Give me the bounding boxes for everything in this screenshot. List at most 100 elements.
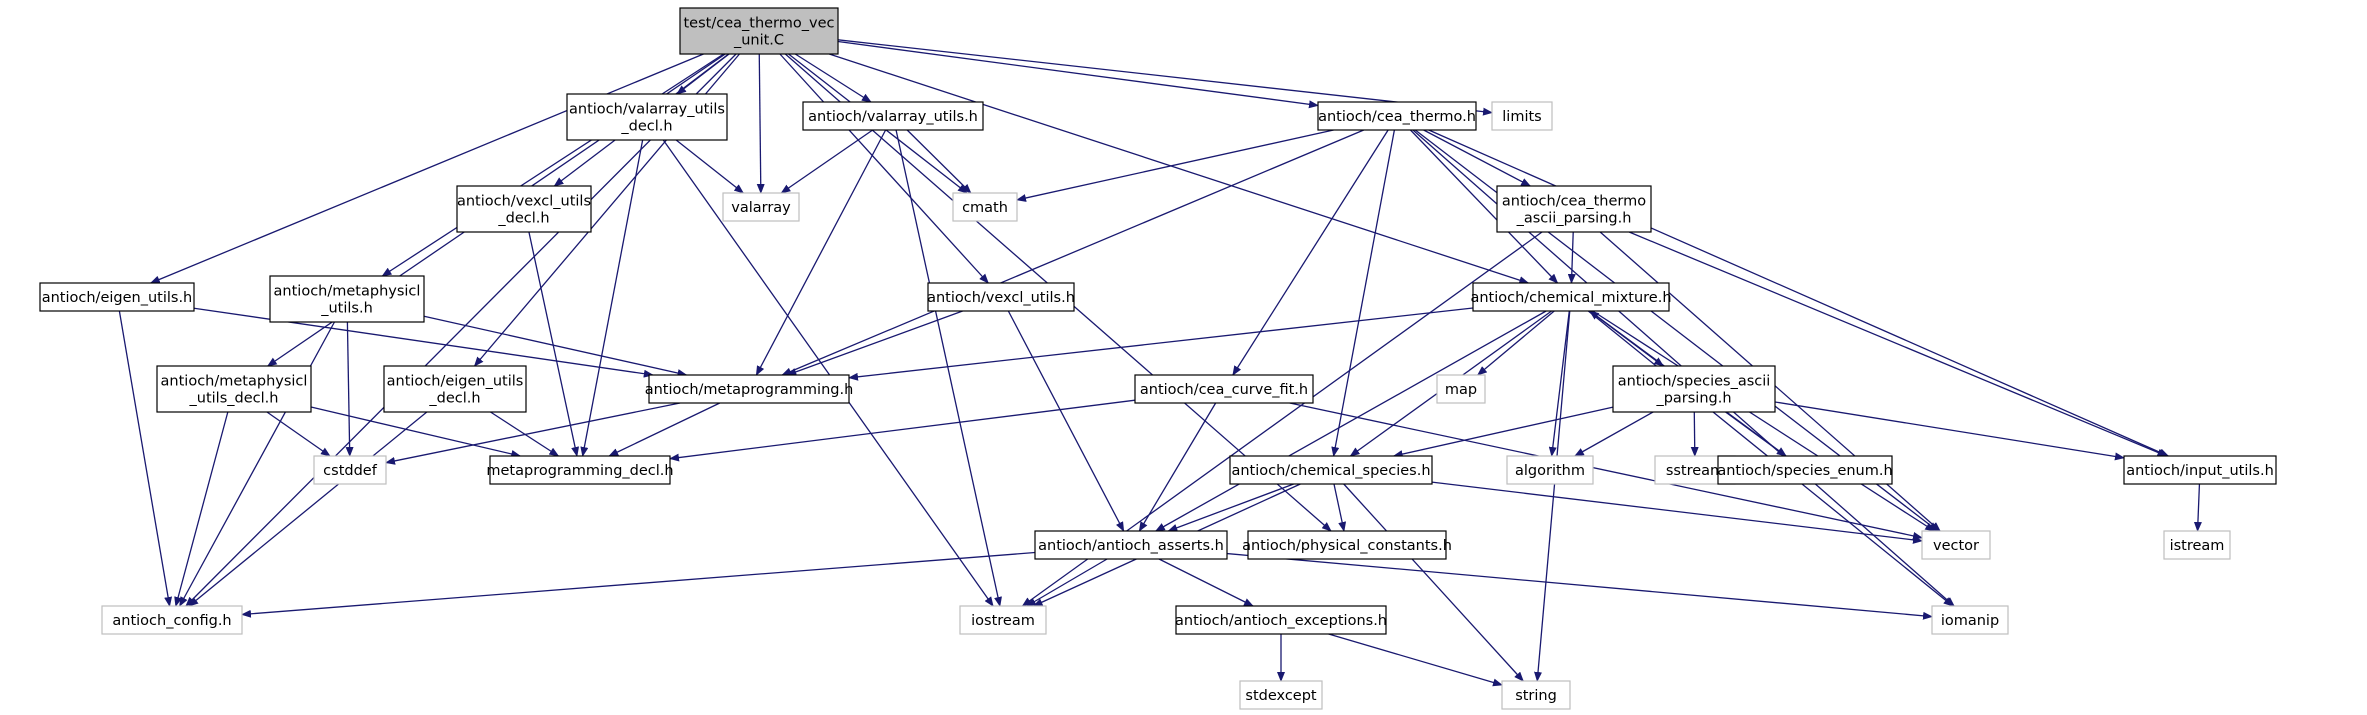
node-box [1247,530,1447,560]
node-label: antioch/cea_thermo.h [1318,109,1476,125]
node-label: _unit.C [733,33,784,49]
node-box [648,374,850,404]
edge-metaprogramming-to-metaprogramming_decl [608,402,721,457]
node-box [1612,365,1776,413]
node-chemical-mixture[interactable]: antioch/chemical_mixture.h [1470,282,1672,312]
edge-cea_thermo-to-cea_curve_fit [1232,129,1389,376]
node-label: antioch_config.h [112,613,231,629]
node-label: cstddef [323,463,378,479]
node-cea-thermo[interactable]: antioch/cea_thermo.h [1317,101,1477,131]
node-label: antioch/vexcl_utils.h [927,290,1075,306]
node-label: metaprogramming_decl.h [486,463,673,479]
node-label: antioch/vexcl_utils [457,194,591,210]
node-box [1496,185,1652,233]
node-cea-curve-fit[interactable]: antioch/cea_curve_fit.h [1134,374,1314,404]
edge-metaphysicl_utils_decl-to-metaprogramming_decl [310,406,522,458]
node-box [1034,530,1228,560]
edge-chemical_mixture-to-vector [1592,310,1936,532]
edge-chemical_mixture-to-metaprogramming [848,307,1474,381]
edge-chemical_mixture-to-antioch_asserts [1154,310,1547,532]
node-label: iomanip [1941,613,1999,629]
node-eigen-utils-decl[interactable]: antioch/eigen_utils_decl.h [383,365,527,413]
edge-root-to-valarray_utils_decl [676,53,730,95]
edge-valarray_utils_decl-to-metaprogramming_decl [580,139,644,457]
node-label: iostream [971,613,1035,629]
node-input-utils[interactable]: antioch/input_utils.h [2123,455,2277,485]
edge-chemical_mixture-to-map [1476,310,1555,376]
node-antioch-exceptions[interactable]: antioch/antioch_exceptions.h [1175,605,1387,635]
edge-cea_thermo-to-cmath [1016,129,1334,202]
edge-metaphysicl_utils-to-cstddef [345,321,354,457]
node-cmath: cmath [952,192,1018,222]
node-metaprogramming-decl[interactable]: metaprogramming_decl.h [486,455,674,485]
node-metaprogramming[interactable]: antioch/metaprogramming.h [645,374,854,404]
node-species-enum[interactable]: antioch/species_enum.h [1717,455,1893,485]
node-label: antioch/species_ascii [1618,374,1771,390]
edge-cea_curve_fit-to-vector [1289,402,1923,540]
node-box [1436,374,1486,404]
edge-chemical_species-to-vector [1431,481,1923,544]
edge-antioch_exceptions-to-string [1328,633,1503,687]
node-metaphysicl-utils[interactable]: antioch/metaphysicl_utils.h [269,275,425,323]
node-label: antioch/eigen_utils [387,374,524,390]
edge-cea_thermo-to-chemical_species [1331,129,1396,457]
node-label: limits [1502,109,1541,125]
node-label: antioch/antioch_asserts.h [1038,538,1224,554]
node-vexcl-utils[interactable]: antioch/vexcl_utils.h [927,282,1075,312]
node-label: stdexcept [1245,688,1317,704]
node-label: _decl.h [497,211,549,227]
node-box [1317,101,1477,131]
edge-cea_thermo-to-input_utils [1428,129,2170,457]
node-label: _decl.h [428,391,480,407]
node-label: antioch/cea_curve_fit.h [1140,382,1308,398]
node-antioch-asserts[interactable]: antioch/antioch_asserts.h [1034,530,1228,560]
edge-valarray_utils-to-valarray [780,129,874,194]
node-eigen-utils[interactable]: antioch/eigen_utils.h [39,282,195,312]
node-label: antioch/physical_constants.h [1242,538,1452,554]
edge-input_utils-to-istream [2193,483,2202,532]
edge-vexcl_utils-to-antioch_asserts [1007,310,1125,532]
node-label: antioch/antioch_exceptions.h [1175,613,1387,629]
node-physical-constants[interactable]: antioch/physical_constants.h [1242,530,1452,560]
node-istream: istream [2163,530,2231,560]
node-box [1921,530,1991,560]
node-box [313,455,387,485]
node-box [2123,455,2277,485]
node-map: map [1436,374,1486,404]
node-species-ascii[interactable]: antioch/species_ascii_parsing.h [1612,365,1776,413]
node-label: _utils_decl.h [189,391,279,407]
node-box [722,192,800,222]
node-box [1175,605,1387,635]
edge-cea_thermo_ascii-to-input_utils [1628,231,2168,457]
node-label: antioch/input_utils.h [2126,463,2274,479]
edge-root-to-antioch_config [185,53,737,607]
edge-valarray_utils_decl-to-iostream [662,139,994,607]
node-box [2163,530,2231,560]
edge-cea_curve_fit-to-antioch_asserts [1138,402,1217,532]
edge-antioch_asserts-to-antioch_config [241,551,1036,618]
node-cea-thermo-ascii[interactable]: antioch/cea_thermo_ascii_parsing.h [1496,185,1652,233]
edge-cea_thermo-to-metaprogramming [781,129,1365,376]
edge-cea_curve_fit-to-metaprogramming_decl [669,399,1136,462]
edge-metaphysicl_utils-to-antioch_config [179,321,336,607]
node-label: istream [2170,538,2225,554]
node-valarray-utils-decl[interactable]: antioch/valarray_utils_decl.h [566,93,728,141]
edge-root-to-chemical_mixture [829,53,1530,284]
edge-metaphysicl_utils-to-metaprogramming [423,315,688,377]
node-root[interactable]: test/cea_thermo_vec_unit.C [679,7,839,55]
node-chemical-species[interactable]: antioch/chemical_species.h [1229,455,1433,485]
edge-chemical_mixture-to-string [1534,310,1571,682]
node-label: antioch/chemical_mixture.h [1470,290,1671,306]
node-label: _utils.h [320,301,373,317]
node-valarray-utils[interactable]: antioch/valarray_utils.h [802,101,984,131]
edge-species_ascii-to-sstream [1690,411,1699,457]
edge-metaprogramming-to-cstddef [385,402,681,465]
node-box [39,282,195,312]
edge-root-to-vexcl_utils [779,53,989,284]
node-vexcl-utils-decl[interactable]: antioch/vexcl_utils_decl.h [456,185,592,233]
edge-antioch_asserts-to-iostream [1026,558,1108,607]
node-iostream: iostream [959,605,1047,635]
node-metaphysicl-utils-decl[interactable]: antioch/metaphysicl_utils_decl.h [156,365,312,413]
edge-root-to-valarray [756,53,765,194]
